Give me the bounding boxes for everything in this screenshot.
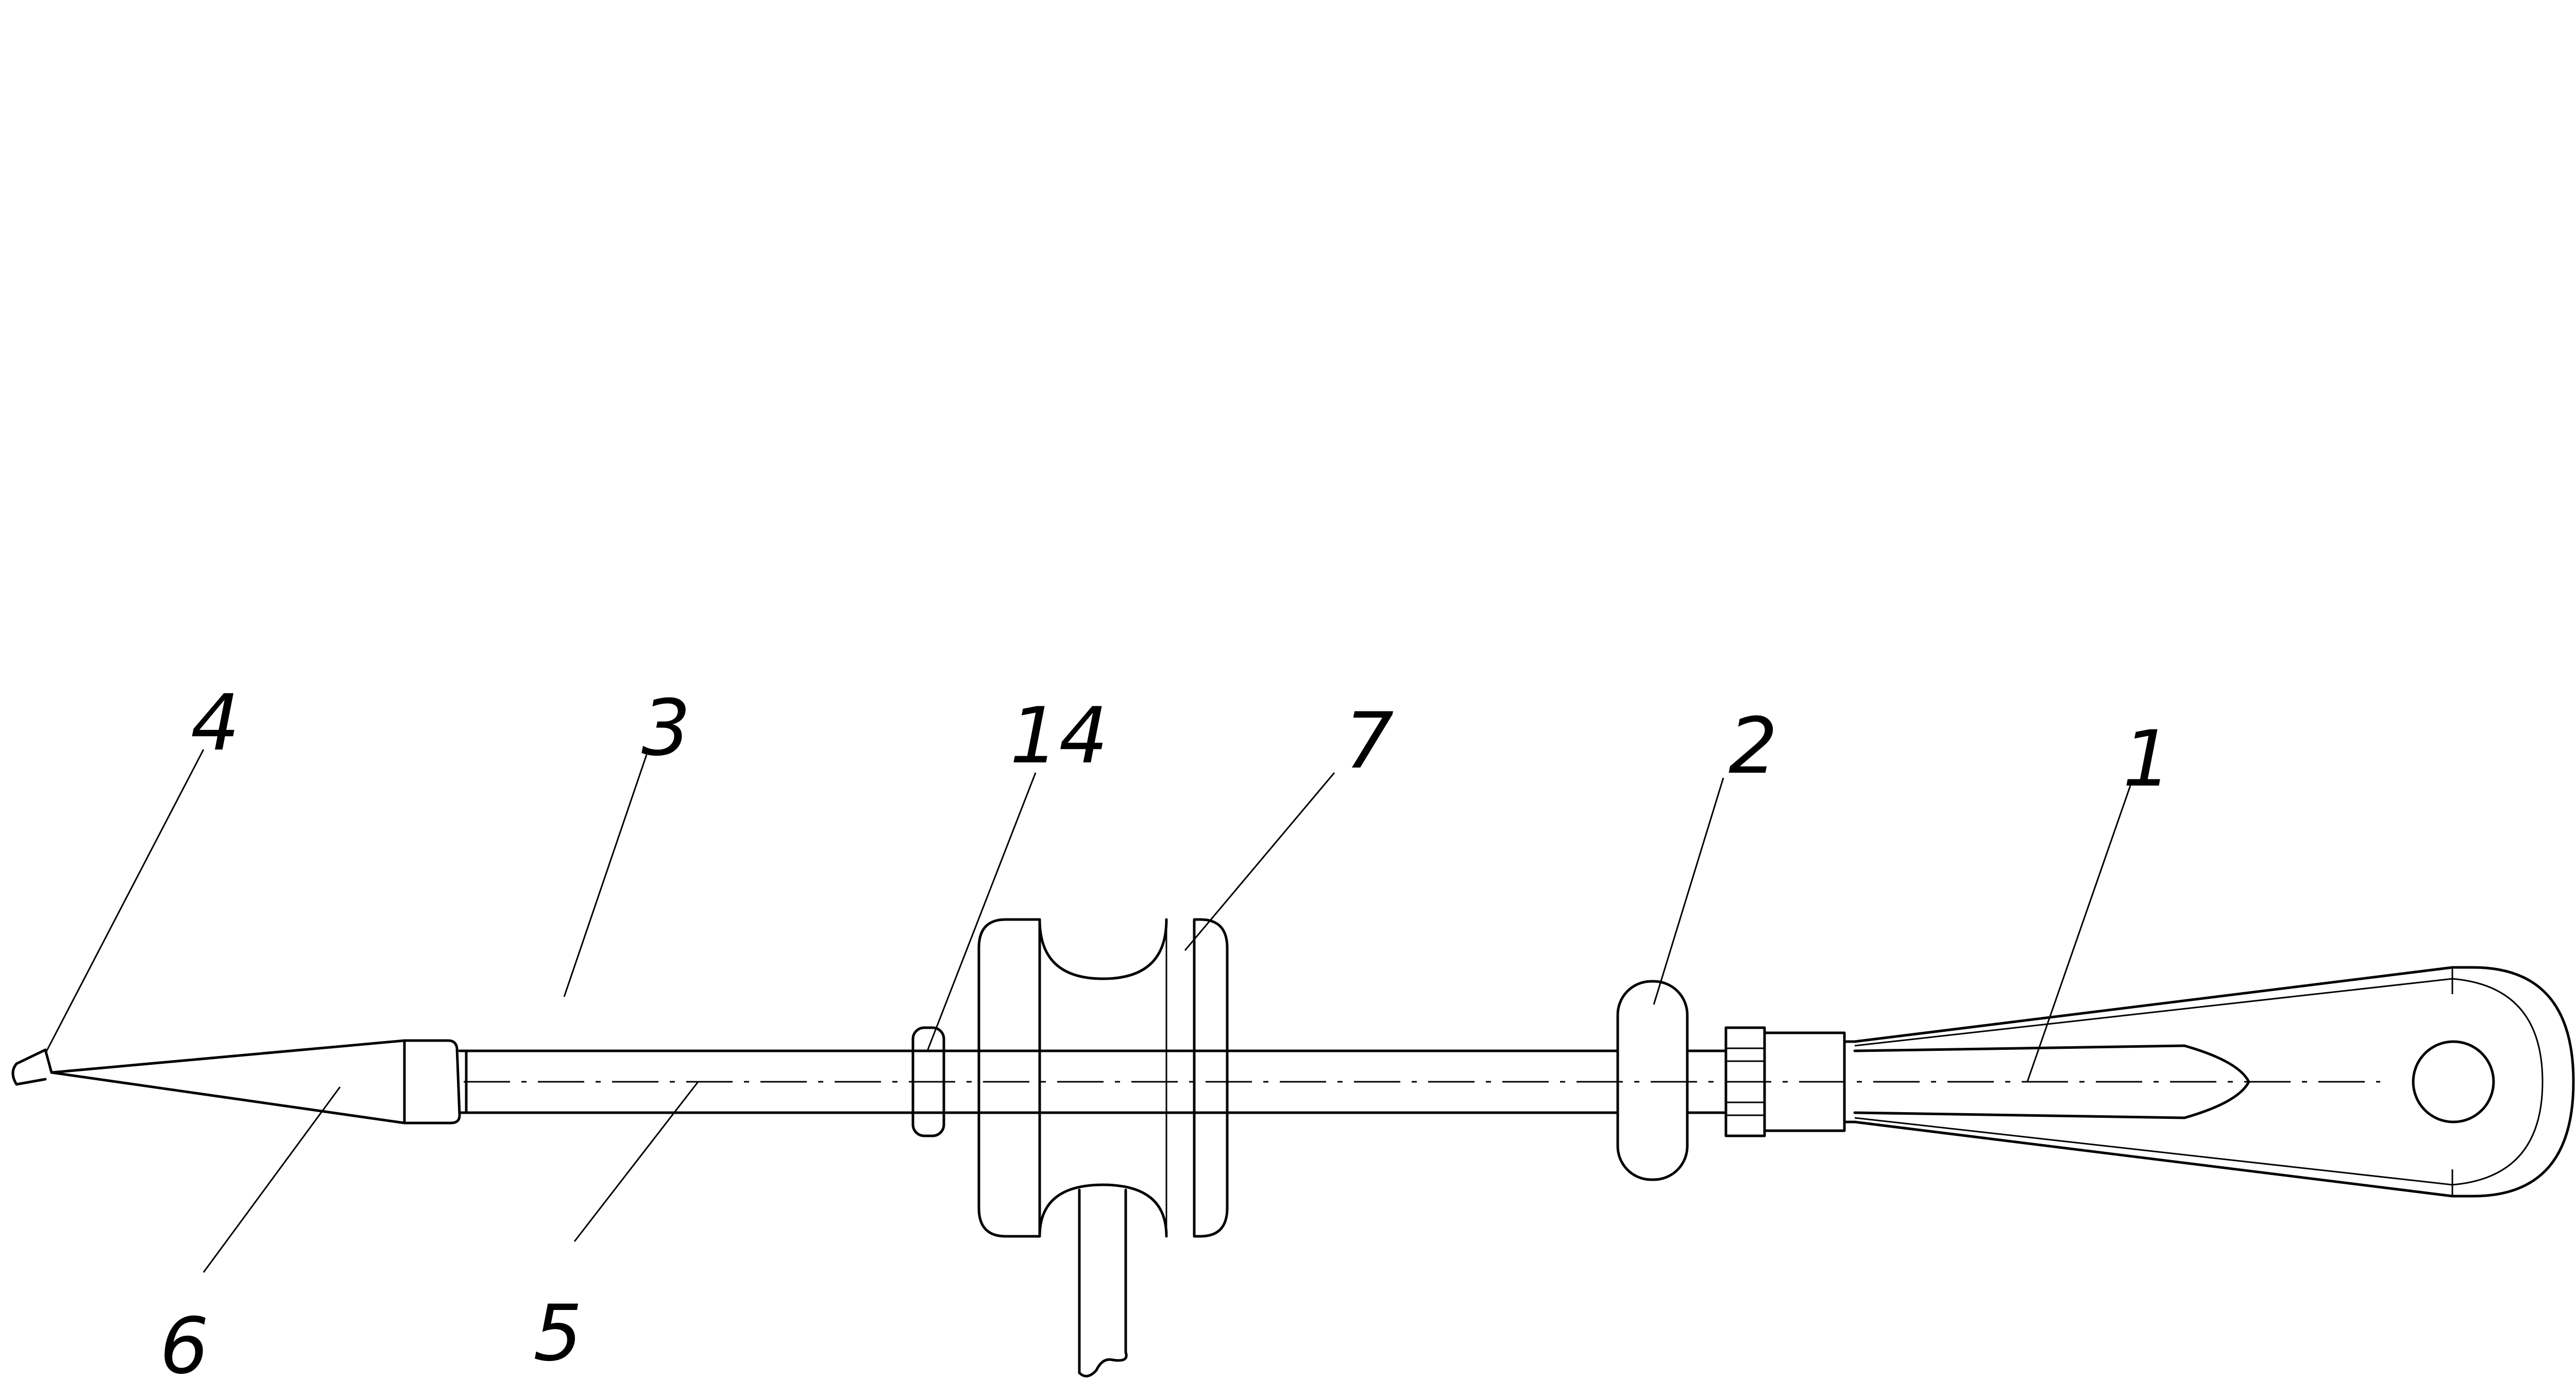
spool-top-groove — [1038, 918, 1168, 980]
spool-left-flange — [977, 918, 1041, 1238]
callout-6: 6 — [160, 1302, 209, 1391]
callout-14: 14 — [1010, 691, 1108, 781]
handle — [1843, 966, 2575, 1198]
ring — [911, 1026, 945, 1137]
leader-5 — [573, 1081, 699, 1242]
spool-bottom-groove — [1038, 1183, 1168, 1238]
tip-assembly — [11, 1039, 461, 1125]
handle-inner-blade — [1853, 1044, 2250, 1119]
callout-3: 3 — [641, 684, 690, 773]
leader-4 — [44, 749, 205, 1054]
leader-6 — [202, 1086, 341, 1273]
leader-2 — [1653, 777, 1724, 1005]
spool — [944, 918, 1229, 1238]
callout-5: 5 — [533, 1289, 582, 1378]
nut — [1724, 1026, 1766, 1137]
callout-7: 7 — [1345, 696, 1394, 786]
leader-1 — [2026, 785, 2131, 1082]
cable — [1078, 1188, 1128, 1377]
tapered-cone — [44, 1039, 461, 1125]
knob — [1616, 980, 1689, 1181]
spool-right-flange — [1193, 918, 1229, 1238]
leader-3 — [563, 754, 648, 997]
callout-labels: 4 3 14 7 2 1 6 5 — [160, 678, 2172, 1391]
callout-4: 4 — [191, 678, 240, 768]
callout-1: 1 — [2123, 714, 2172, 804]
handle-outline — [1843, 966, 2575, 1198]
leader-7 — [1184, 772, 1335, 951]
leader-14 — [926, 772, 1037, 1051]
cable-break-mark — [1078, 1351, 1128, 1377]
sleeve — [1763, 1031, 1846, 1132]
handle-eye-hole — [2412, 1040, 2495, 1123]
pointed-tip — [11, 1048, 47, 1086]
leader-lines — [44, 749, 2131, 1273]
callout-2: 2 — [1728, 702, 1777, 791]
handle-inner-outline — [1854, 978, 2544, 1186]
nut-and-sleeve — [1686, 1026, 1846, 1137]
